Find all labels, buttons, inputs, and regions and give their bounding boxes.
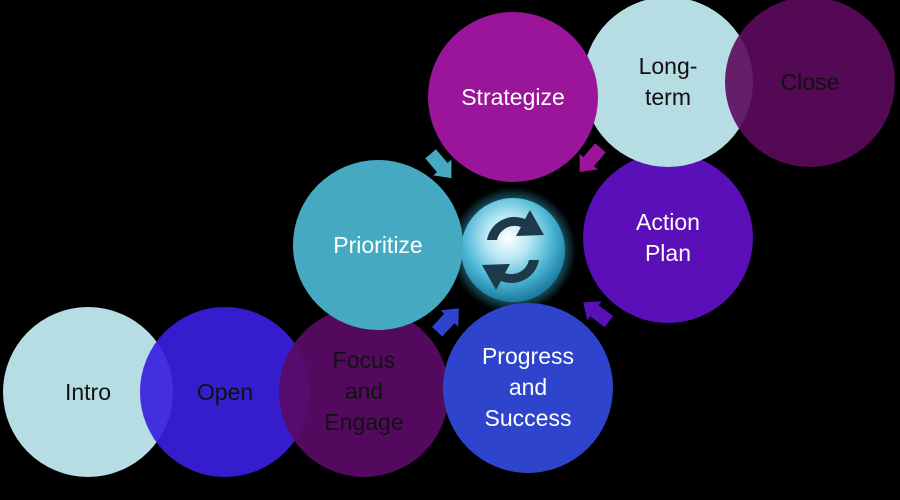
node-strategize: Strategize (428, 12, 598, 182)
chevron-arrow-icon (579, 143, 606, 173)
connector-arrows (425, 143, 614, 337)
node-progress-label-line: and (509, 374, 547, 400)
chevron-arrow-icon (431, 308, 459, 337)
node-open-label-line: Open (197, 379, 253, 405)
node-prioritize-label-line: Prioritize (333, 232, 422, 258)
node-action-label-line: Action (636, 209, 700, 235)
node-progress-label-line: Success (485, 405, 572, 431)
refresh-cycle-icon (482, 210, 544, 290)
node-prioritize-label: Prioritize (333, 232, 422, 258)
node-progress-circle (443, 303, 613, 473)
node-close-circle (725, 0, 895, 167)
node-open-circle (140, 307, 310, 477)
node-close-label: Close (781, 69, 840, 95)
node-longterm-circle (583, 0, 753, 167)
node-prioritize: Prioritize (293, 160, 463, 330)
node-focus-label-line: Engage (324, 409, 403, 435)
node-intro: Intro (3, 307, 173, 477)
node-strategize-label: Strategize (461, 84, 565, 110)
node-focus-label-line: and (345, 378, 383, 404)
node-intro-circle (3, 307, 173, 477)
chevron-arrow-icon (583, 301, 614, 328)
node-intro-label: Intro (65, 379, 111, 405)
node-focus-label-line: Focus (333, 347, 396, 373)
node-focus-circle (279, 307, 449, 477)
node-action-label-line: Plan (645, 240, 691, 266)
hub-sphere (461, 198, 565, 302)
node-close: Close (725, 0, 895, 167)
node-longterm-label: Long-term (639, 53, 698, 110)
node-progress-label-line: Progress (482, 343, 574, 369)
node-open: Open (140, 307, 310, 477)
node-prioritize-circle (293, 160, 463, 330)
node-open-label: Open (197, 379, 253, 405)
node-longterm-label-line: term (645, 84, 691, 110)
hub (450, 187, 576, 313)
node-longterm-label-line: Long- (639, 53, 698, 79)
node-strategize-label-line: Strategize (461, 84, 565, 110)
node-strategize-circle (428, 12, 598, 182)
node-close-label-line: Close (781, 69, 840, 95)
node-intro-label-line: Intro (65, 379, 111, 405)
node-longterm: Long-term (583, 0, 753, 167)
chevron-arrow-icon (425, 149, 452, 179)
node-action-circle (583, 153, 753, 323)
